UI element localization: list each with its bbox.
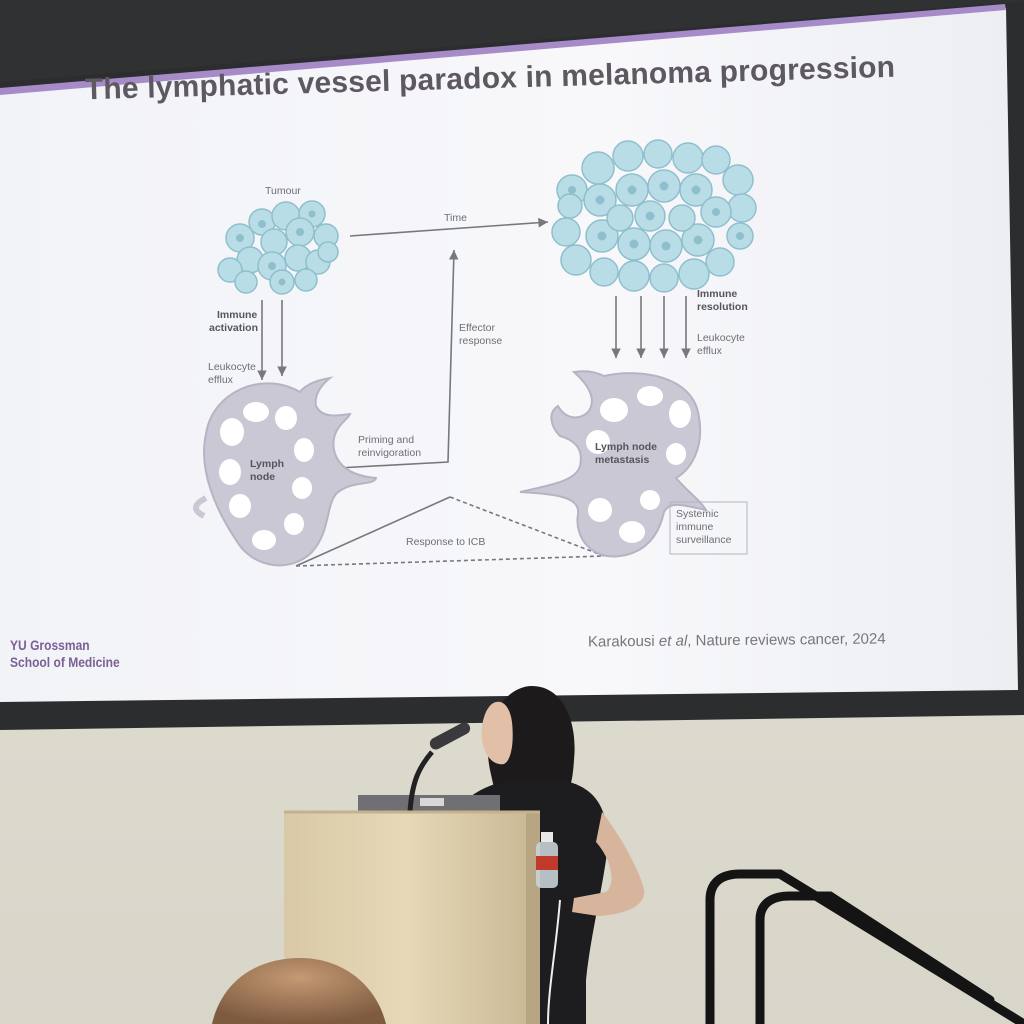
cable	[547, 899, 561, 1024]
label-immune-resolution-1: Immune	[697, 288, 738, 300]
label-response-icb: Response to ICB	[406, 536, 486, 548]
label-systemic-3: surveillance	[676, 534, 732, 546]
label-immune-activation-1: Immune	[217, 309, 258, 321]
label-lymph-node-1: Lymph	[250, 458, 285, 470]
projection-slide	[0, 8, 1018, 702]
citation-etal: et al	[658, 632, 688, 650]
label-immune-resolution-2: resolution	[697, 301, 748, 313]
label-tumour: Tumour	[265, 185, 301, 197]
slide-citation: Karakousi et al, Nature reviews cancer, …	[588, 630, 886, 650]
label-systemic-1: Systemic	[676, 508, 719, 520]
microphone	[429, 722, 471, 750]
label-ln-metastasis-2: metastasis	[595, 454, 650, 466]
label-effector-1: Effector	[459, 322, 495, 334]
label-time: Time	[444, 212, 467, 224]
institution-logo-line2: School of Medicine	[10, 654, 120, 670]
slide-accent-bar	[0, 4, 1006, 95]
label-ln-metastasis-1: Lymph node	[595, 441, 658, 453]
lymph-node-right	[519, 370, 709, 558]
speaker-face	[481, 701, 513, 765]
speaker-arm	[572, 812, 645, 916]
label-immune-activation-2: activation	[209, 322, 259, 334]
institution-logo-line1: YU Grossman	[10, 637, 90, 653]
label-priming-1: Priming and	[358, 434, 415, 446]
diagram-arrows	[257, 217, 691, 567]
citation-rest: , Nature reviews cancer, 2024	[687, 630, 886, 650]
label-leukocyte-left-1: Leukocyte	[208, 361, 256, 373]
stair-railing	[705, 869, 1024, 1024]
label-lymph-node-2: node	[250, 471, 276, 483]
tumour-large	[551, 139, 757, 293]
microphone-stand	[407, 750, 434, 813]
citation-author: Karakousi	[587, 632, 659, 651]
label-priming-2: reinvigoration	[358, 447, 422, 459]
label-leukocyte-right-1: Leukocyte	[697, 332, 745, 344]
label-effector-2: response	[459, 335, 503, 347]
label-systemic-2: immune	[676, 521, 714, 533]
lymph-node-left	[193, 376, 378, 567]
label-leukocyte-left-2: efflux	[208, 374, 233, 386]
systemic-box	[669, 501, 748, 555]
audience-head	[212, 958, 386, 1024]
tumour-small	[217, 200, 339, 295]
label-leukocyte-right-2: efflux	[697, 345, 722, 357]
